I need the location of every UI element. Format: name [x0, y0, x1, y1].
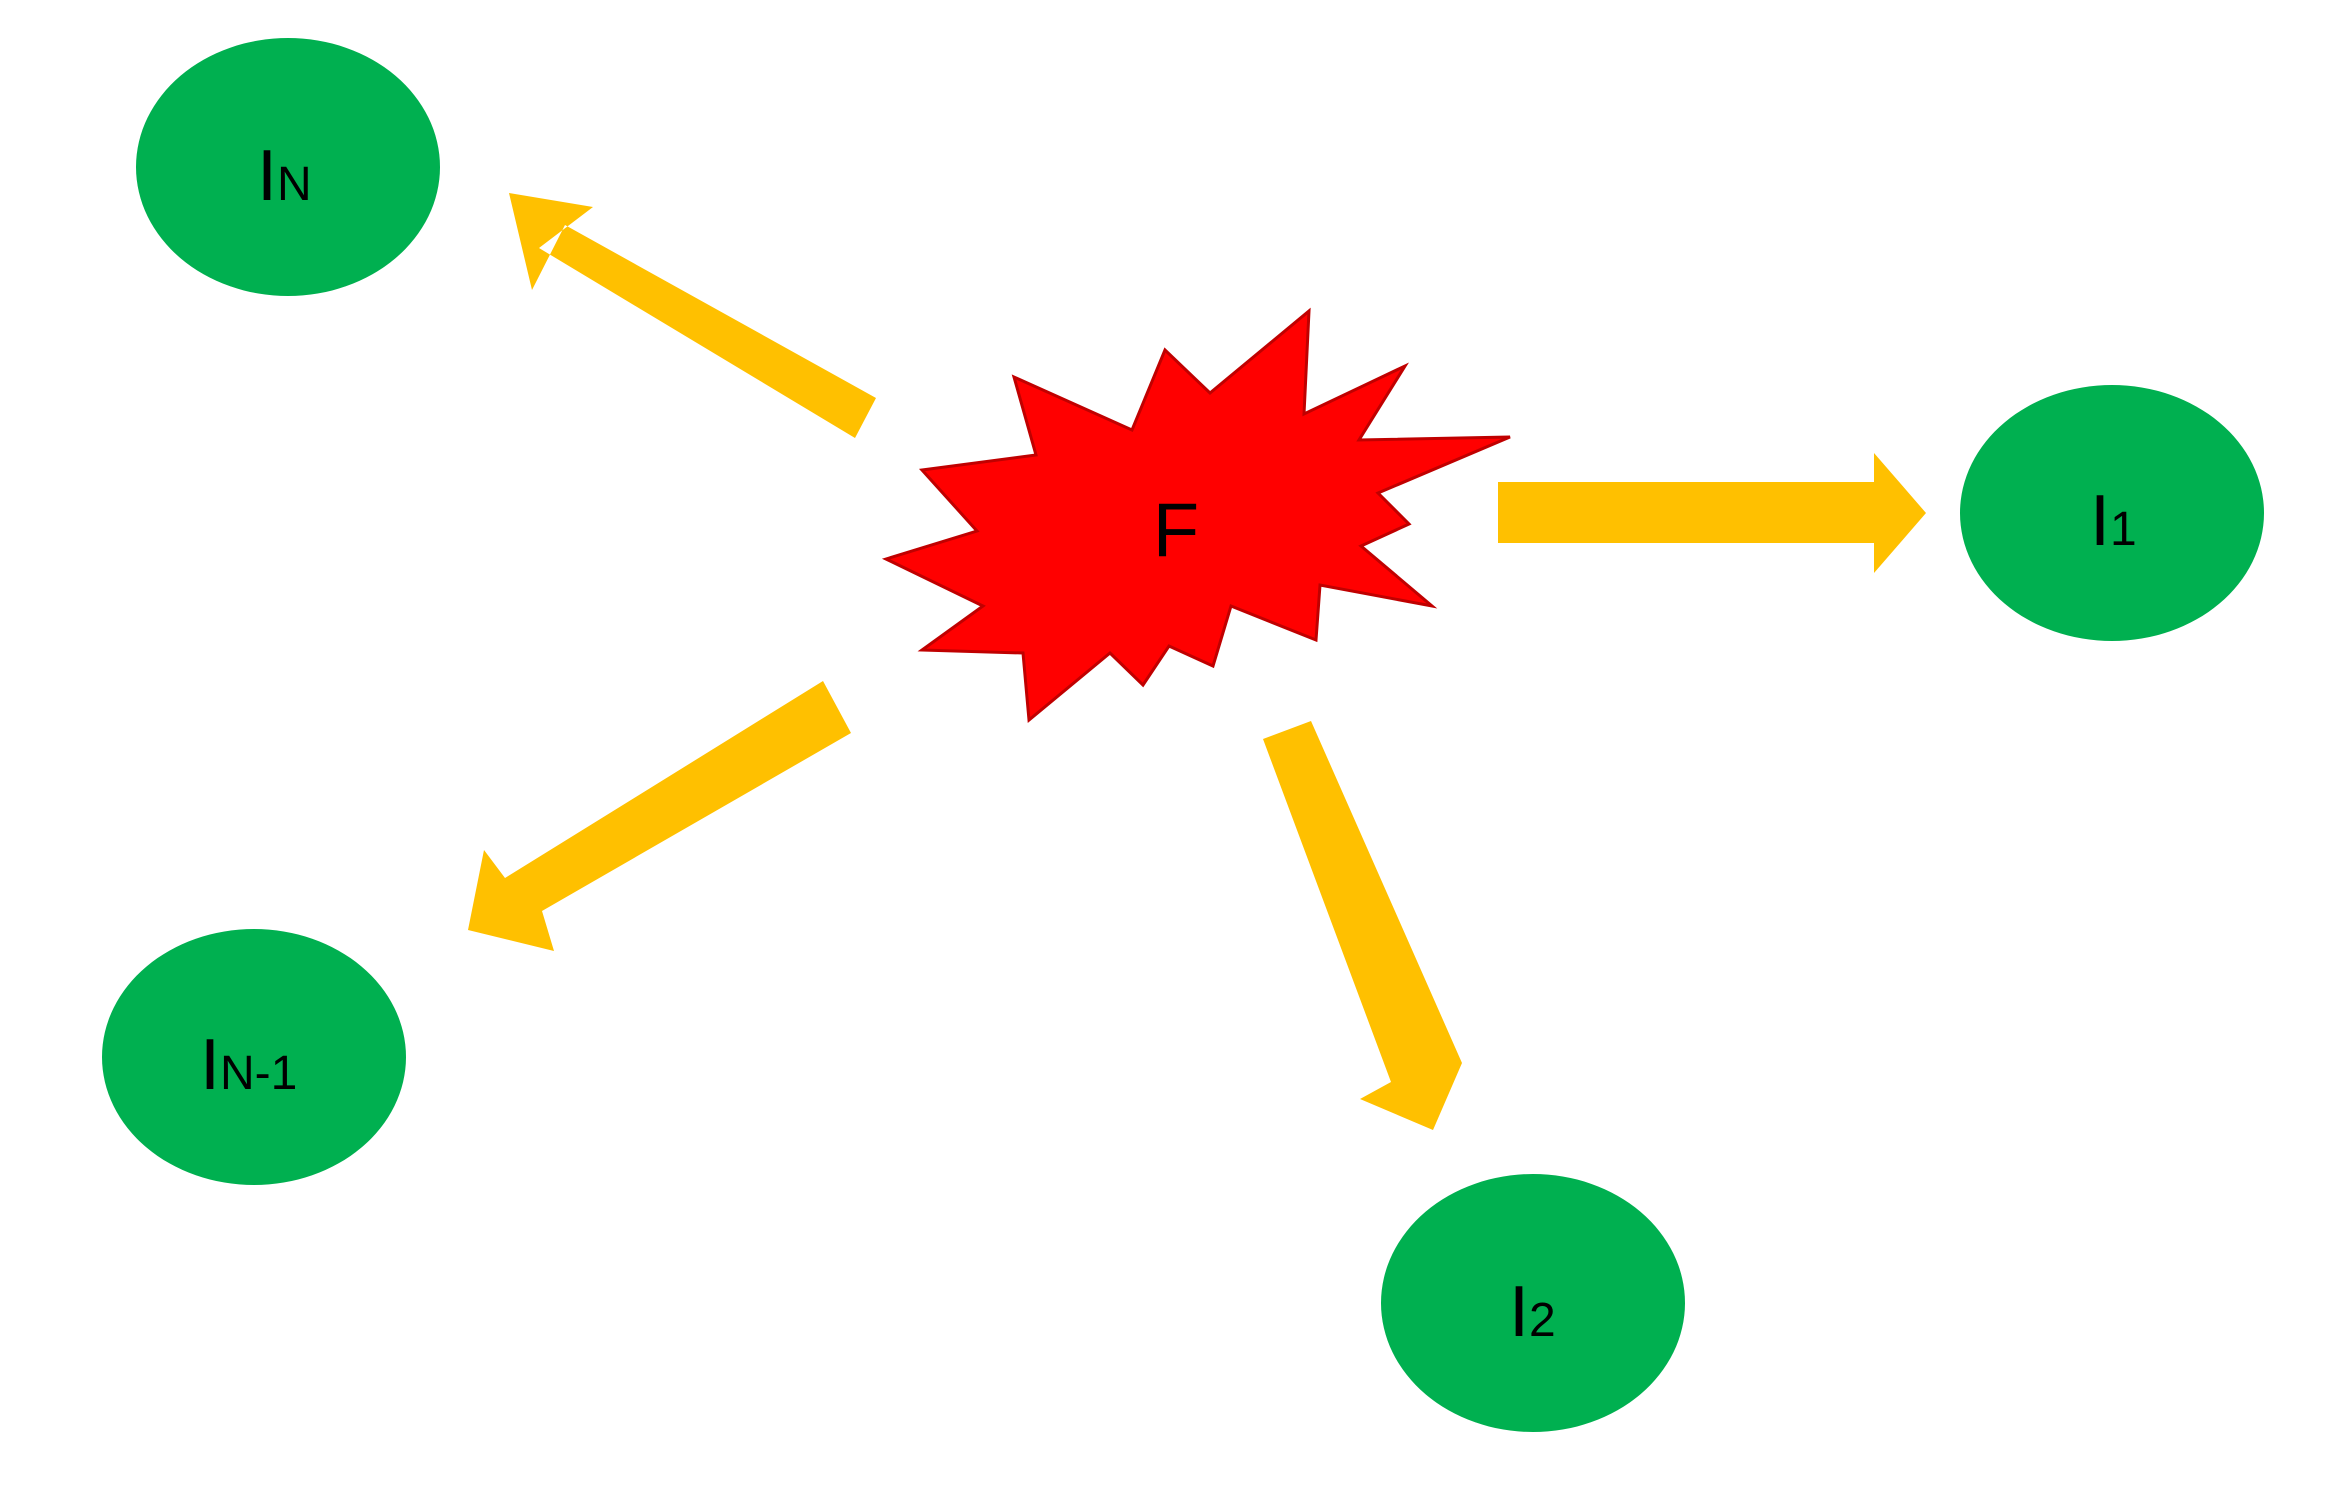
arrows — [468, 193, 1926, 1130]
node-n-label: IN — [257, 136, 312, 216]
arrow-to-node-2 — [1263, 721, 1462, 1130]
node-1: I1 — [1960, 385, 2264, 641]
node-n-1: IN-1 — [102, 929, 406, 1185]
arrow-to-node-n-1 — [468, 681, 851, 951]
node-1-subscript: 1 — [2110, 503, 2137, 556]
node-n-1-ellipse — [102, 929, 406, 1185]
node-n-subscript: N — [277, 158, 312, 211]
node-2-ellipse — [1381, 1174, 1685, 1432]
center-label: F — [1153, 488, 1199, 573]
node-2: I2 — [1381, 1174, 1685, 1432]
node-n-1-label: IN-1 — [200, 1025, 297, 1105]
node-2-subscript: 2 — [1529, 1294, 1556, 1347]
arrow-to-node-1 — [1498, 453, 1926, 573]
node-n: IN — [136, 38, 440, 296]
node-n-ellipse — [136, 38, 440, 296]
center-burst: F — [881, 307, 1511, 723]
node-1-ellipse — [1960, 385, 2264, 641]
node-1-label: I1 — [2090, 481, 2137, 561]
node-2-label: I2 — [1509, 1272, 1556, 1352]
explosion-burst-shape — [881, 307, 1511, 723]
arrow-to-node-n — [509, 193, 876, 438]
node-n-1-subscript: N-1 — [220, 1047, 297, 1100]
